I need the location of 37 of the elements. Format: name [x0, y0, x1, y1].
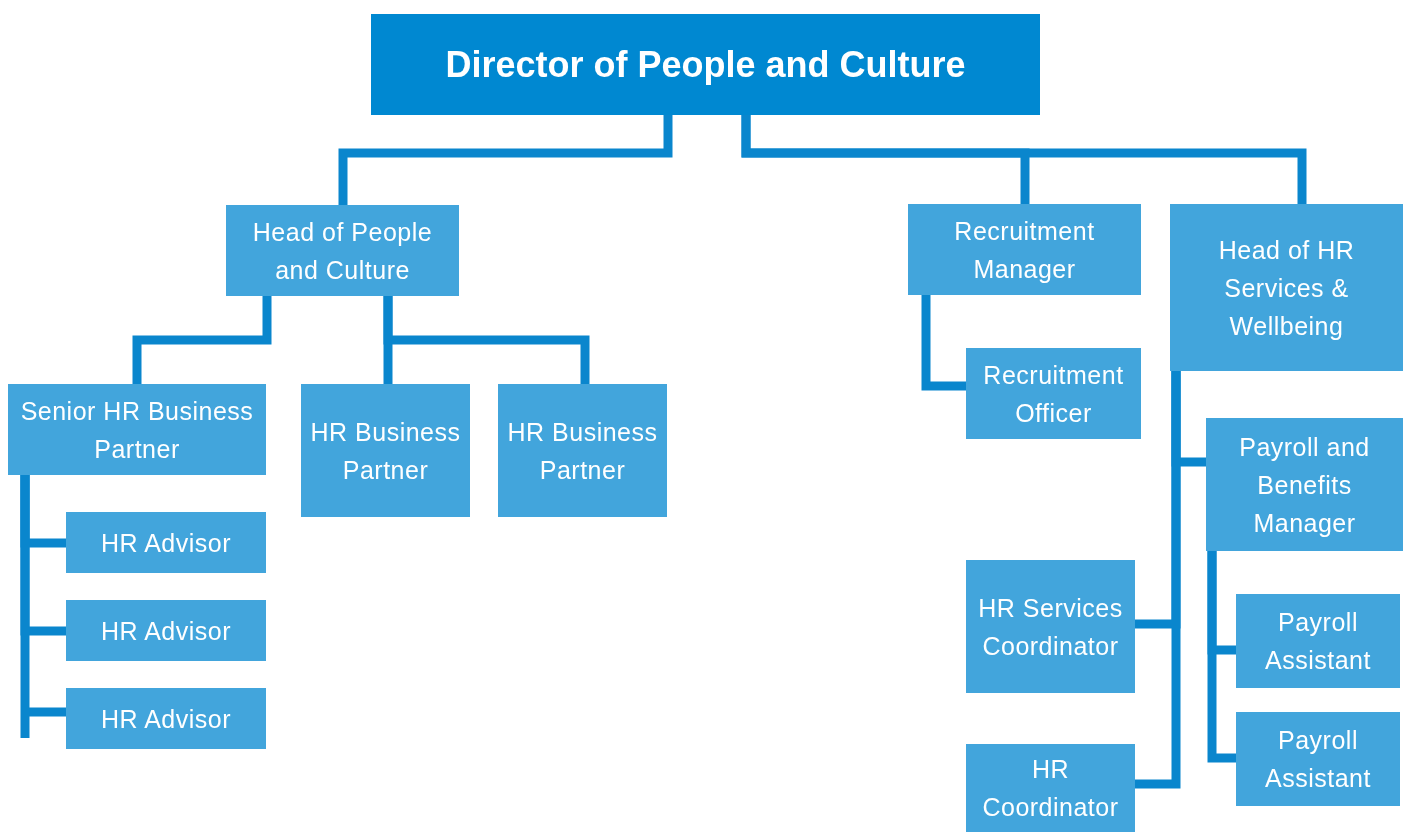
- role-box: [966, 744, 1135, 832]
- role-box: [66, 600, 266, 661]
- role-title: HR Advisor: [100, 703, 231, 735]
- role-title: HR Services Coordinator: [977, 592, 1124, 662]
- role-title: Payroll and Benefits Manager: [1238, 431, 1371, 539]
- role-box: [66, 512, 266, 573]
- connector-line: [132, 296, 272, 384]
- role-box: [1236, 712, 1400, 806]
- role-title: Head of People and Culture: [251, 216, 434, 286]
- role-title: Payroll Assistant: [1264, 725, 1372, 794]
- role-box: [301, 384, 470, 517]
- role-title: Senior HR Business Partner: [19, 395, 255, 465]
- role-box: [1236, 594, 1400, 688]
- director-box: [371, 14, 1040, 115]
- role-title: Recruitment Officer: [982, 359, 1125, 429]
- role-box: [498, 384, 667, 517]
- role-title: HR Advisor: [100, 615, 231, 647]
- connector-line: [1207, 551, 1236, 763]
- role-box: [8, 384, 266, 475]
- role-box: [908, 204, 1141, 295]
- role-box: [966, 348, 1141, 439]
- role-title: Recruitment Manager: [953, 215, 1096, 285]
- role-title: HR Advisor: [100, 527, 231, 559]
- connector-line: [383, 296, 590, 384]
- role-box: [226, 205, 459, 296]
- connector-line: [1135, 371, 1181, 789]
- connector-line: [741, 115, 1307, 204]
- role-box: [1206, 418, 1403, 551]
- role-box: [1170, 204, 1403, 371]
- role-title: HR Business Partner: [309, 416, 462, 486]
- role-title: Payroll Assistant: [1264, 607, 1372, 676]
- role-title: HR Business Partner: [506, 416, 659, 486]
- role-title: Director of People and Culture: [445, 42, 966, 87]
- role-box: [966, 560, 1135, 693]
- role-box: [66, 688, 266, 749]
- role-title: HR Coordinator: [981, 754, 1120, 823]
- role-title: Head of HR Services & Wellbeing: [1217, 234, 1356, 342]
